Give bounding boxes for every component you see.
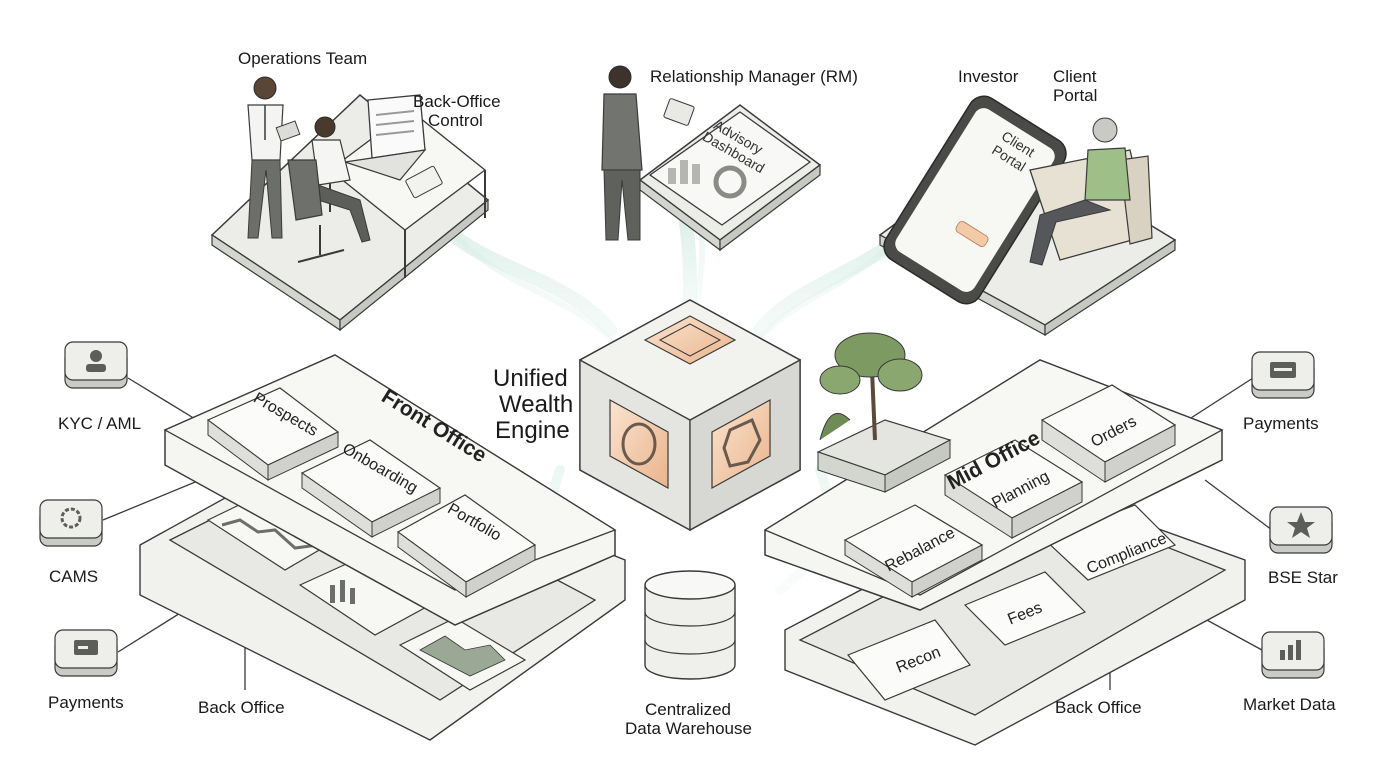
- back-office-left-label: Back Office: [198, 698, 285, 717]
- cams-label: CAMS: [49, 567, 98, 586]
- payments-right-tile[interactable]: [1251, 351, 1315, 399]
- market-data-tile[interactable]: [1261, 631, 1325, 679]
- client-portal-label-2: Portal: [1053, 86, 1097, 105]
- market-data-label: Market Data: [1243, 695, 1336, 714]
- client-portal-label-1: Client: [1053, 67, 1097, 86]
- investor-station: [878, 95, 1177, 337]
- cams-tile[interactable]: [39, 499, 103, 547]
- investor-label: Investor: [958, 67, 1019, 86]
- operations-person-icon: [253, 76, 277, 100]
- onboarding-module[interactable]: [300, 439, 442, 538]
- front-office-platform: [139, 354, 626, 741]
- fees-module[interactable]: [963, 571, 1087, 646]
- person-card-icon: [90, 350, 102, 362]
- star-icon: [1287, 512, 1315, 538]
- bse-star-tile[interactable]: [1269, 506, 1333, 554]
- back-office-right-label: Back Office: [1055, 698, 1142, 717]
- engine-label-2: Wealth: [499, 391, 573, 418]
- engine-label-1: Unified: [493, 365, 568, 392]
- tree-planter-icon: [816, 332, 952, 493]
- payments-right-label: Payments: [1243, 414, 1319, 433]
- recon-module[interactable]: [847, 619, 971, 701]
- planning-module[interactable]: [943, 439, 1084, 539]
- kyc-aml-label: KYC / AML: [58, 414, 141, 433]
- payments-left-tile[interactable]: [54, 629, 118, 677]
- investor-person-icon: [1092, 117, 1118, 143]
- operations-team-label: Operations Team: [238, 49, 367, 68]
- gear-icon: [60, 507, 82, 529]
- warehouse-label-1: Centralized: [645, 700, 731, 719]
- bse-star-label: BSE Star: [1268, 568, 1338, 587]
- prospects-module[interactable]: [206, 387, 340, 481]
- warehouse-label-2: Data Warehouse: [625, 719, 752, 738]
- rm-station: [601, 65, 822, 252]
- data-warehouse-icon: [644, 570, 736, 680]
- orders-module[interactable]: [1040, 384, 1177, 483]
- payments-left-label: Payments: [48, 693, 124, 712]
- portfolio-module[interactable]: [396, 494, 537, 598]
- operations-station: [210, 76, 490, 332]
- kyc-aml-tile[interactable]: [64, 341, 128, 389]
- mid-office-platform: [763, 332, 1246, 746]
- bar-chart-icon: [1280, 640, 1301, 660]
- rm-person-icon: [608, 65, 632, 89]
- back-office-control-label-2: Control: [428, 111, 483, 130]
- rebalance-module[interactable]: [843, 504, 984, 598]
- back-office-control-label-1: Back-Office: [413, 92, 501, 111]
- relationship-manager-label: Relationship Manager (RM): [650, 67, 858, 86]
- unified-wealth-engine-cube: [578, 299, 802, 532]
- engine-label-3: Engine: [495, 417, 570, 444]
